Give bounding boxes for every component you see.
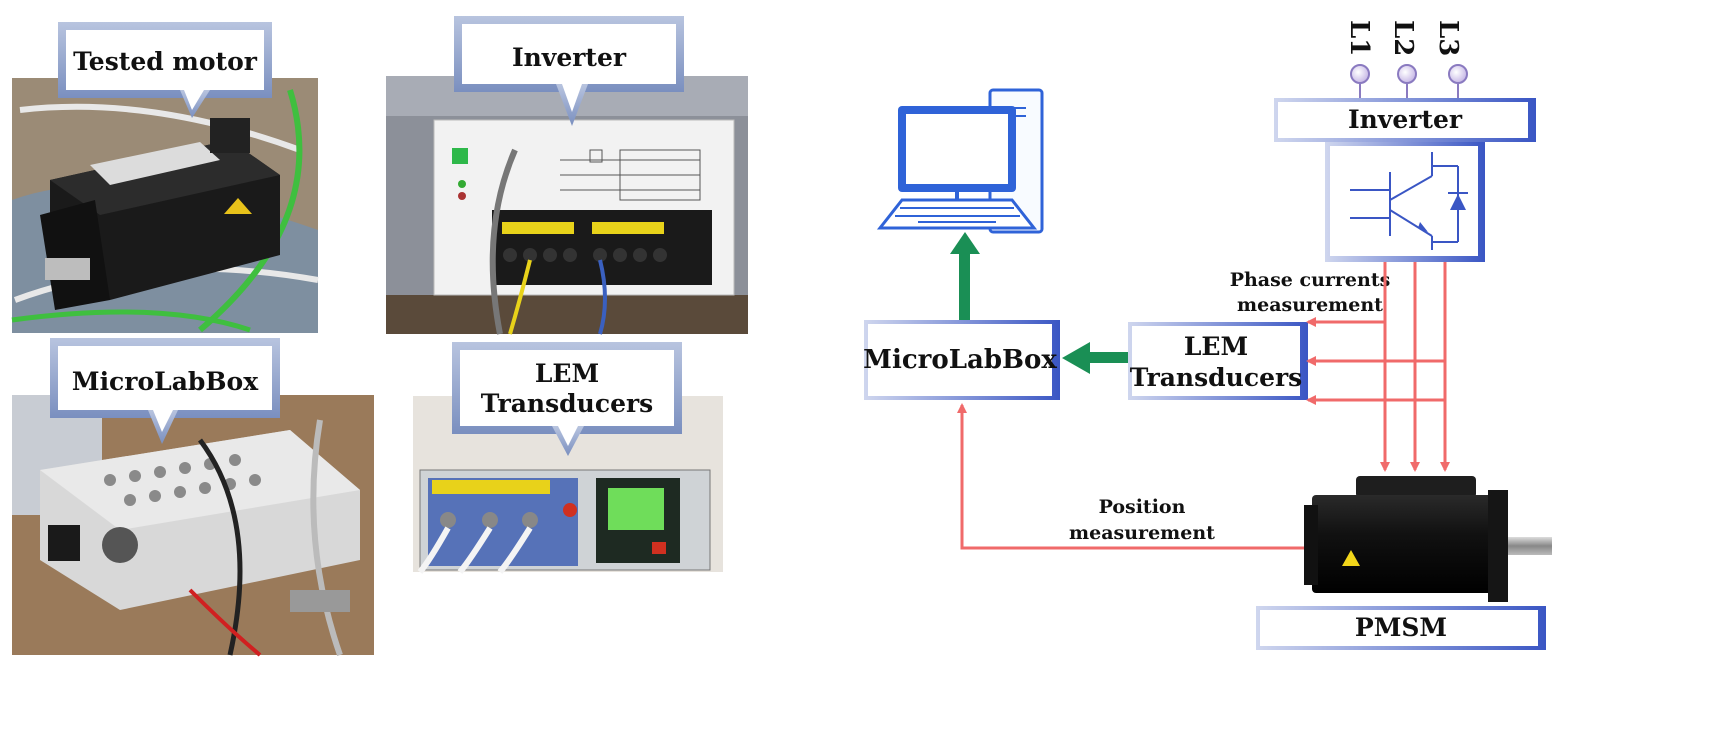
computer-icon — [876, 88, 1044, 234]
pmsm-label: PMSM — [1355, 613, 1447, 642]
phase-currents-label-line1: Phase currents — [1230, 269, 1391, 291]
position-measurement-line — [957, 403, 1308, 550]
tested-motor-label: Tested motor — [73, 47, 258, 76]
phase-l2-label: L2 — [1388, 20, 1418, 56]
pmsm-motor-icon — [1304, 476, 1552, 602]
phase-terminals: L1 L2 L3 — [1344, 20, 1468, 98]
phase-currents-label-line2: measurement — [1237, 294, 1383, 316]
microlabbox-block: MicroLabBox — [863, 320, 1060, 400]
microlabbox-photo-label: MicroLabBox — [72, 367, 259, 396]
lem-block-label-line1: LEM — [1184, 332, 1248, 361]
position-label-line1: Position — [1099, 496, 1186, 518]
microlabbox-photo — [12, 395, 374, 657]
inverter-block: Inverter — [1274, 98, 1536, 262]
terminal-l2 — [1397, 64, 1417, 84]
pmsm-block: PMSM — [1256, 606, 1546, 650]
terminal-l3 — [1448, 64, 1468, 84]
position-label-line2: measurement — [1069, 522, 1215, 544]
tested-motor-photo — [11, 78, 319, 333]
warning-triangle-icon — [1342, 550, 1360, 566]
inverter-callout: Inverter — [454, 16, 684, 126]
phase-l1-label: L1 — [1344, 20, 1374, 56]
terminal-l1 — [1350, 64, 1370, 84]
tested-motor-callout: Tested motor — [58, 22, 272, 118]
lem-block-label-line2: Transducers — [1130, 363, 1302, 392]
diode-symbol — [1450, 194, 1466, 210]
lem-transducers-block: LEM Transducers — [1128, 322, 1308, 400]
inverter-photo-label: Inverter — [512, 43, 627, 72]
phase-current-lines — [1306, 262, 1450, 472]
igbt-symbol — [1350, 152, 1459, 250]
microlabbox-block-label: MicroLabBox — [863, 345, 1057, 375]
inverter-photo — [386, 76, 748, 335]
lem-photo-label-line2: Transducers — [481, 389, 653, 418]
lem-photo-label-line1: LEM — [535, 359, 599, 388]
motor-photo-body — [40, 118, 280, 310]
lem-transducers-callout: LEM Transducers — [452, 342, 682, 456]
inverter-block-label: Inverter — [1348, 105, 1463, 134]
phase-l3-label: L3 — [1433, 20, 1463, 56]
microlabbox-callout: MicroLabBox — [50, 338, 280, 444]
data-flow-arrows — [950, 232, 1130, 374]
